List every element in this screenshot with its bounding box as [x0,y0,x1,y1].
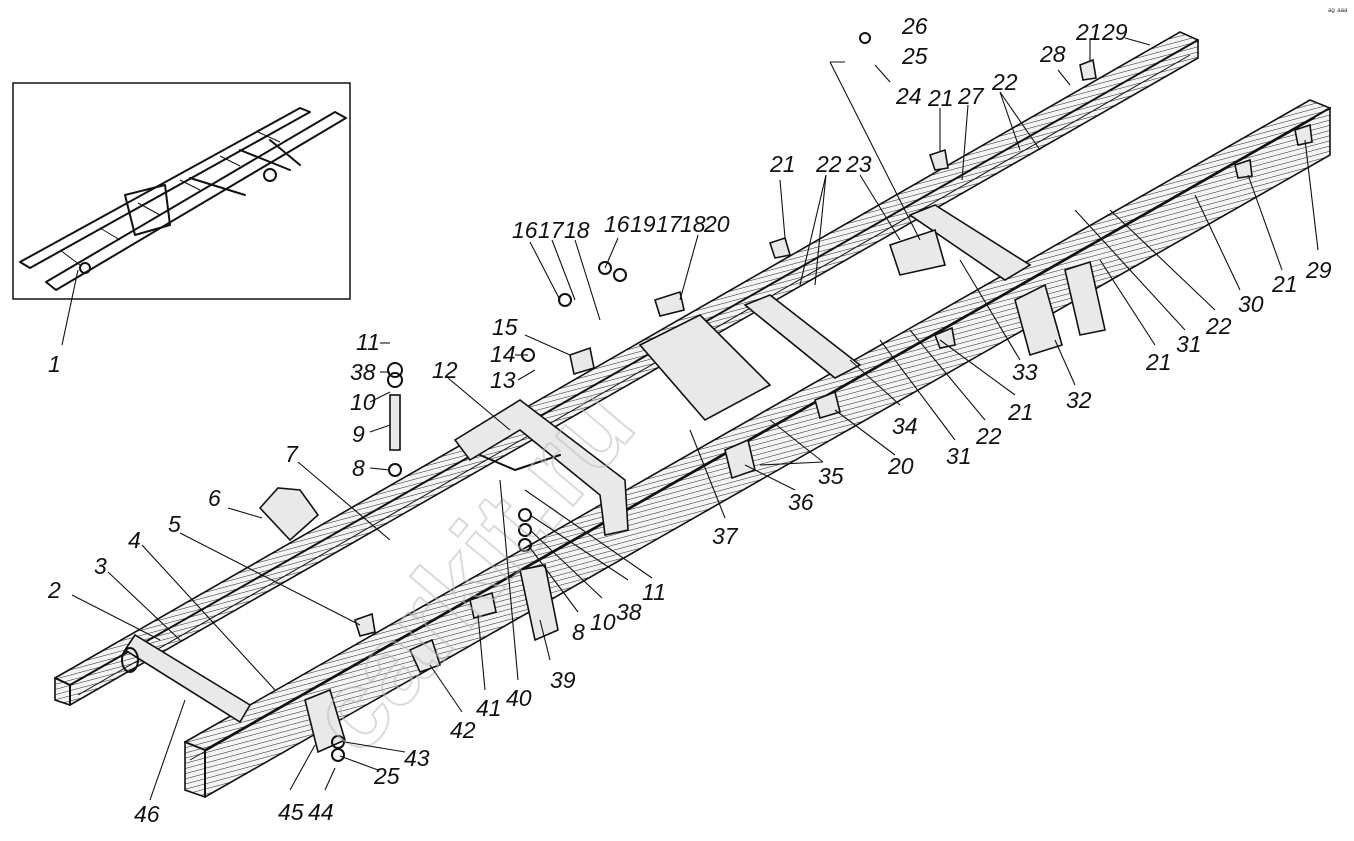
callout-7: 7 [285,441,299,467]
callout-42: 42 [450,717,476,743]
leader-lines [61,37,1319,801]
callout-32: 32 [1066,387,1092,413]
callout-18a: 18 [564,217,590,243]
callout-labels: 1 2 3 4 5 6 7 8 9 10 38 11 12 13 14 15 1… [47,13,1332,827]
right-side-rail [184,99,1331,798]
callout-20b: 20 [887,453,914,479]
callout-21c: 21 [1075,19,1102,45]
callout-34: 34 [892,413,918,439]
callout-1: 1 [48,351,61,377]
callout-11b: 11 [642,579,666,605]
callout-21b: 21 [927,85,954,111]
callout-12: 12 [432,357,458,383]
callout-26: 26 [901,13,928,39]
callout-22b: 22 [991,69,1018,95]
callout-24: 24 [895,83,922,109]
center-cross-member [453,399,629,536]
rear-cross-member [888,204,1032,281]
callout-13: 13 [490,367,516,393]
callout-39: 39 [550,667,576,693]
inset-overview [12,82,351,300]
spring-bracket-rear [1014,260,1106,357]
small-brackets [354,58,1313,673]
callout-35: 35 [818,463,844,489]
callout-23: 23 [845,151,872,177]
callout-37: 37 [712,523,739,549]
callout-4: 4 [128,527,141,553]
callout-8b: 8 [572,619,585,645]
front-cross-member [121,633,252,724]
callout-20a: 20 [703,211,730,237]
callout-2: 2 [47,577,61,603]
callout-25b: 25 [373,763,400,789]
callout-16a: 16 [512,217,538,243]
callout-45: 45 [278,799,304,825]
callout-22d: 22 [975,423,1002,449]
callout-25a: 25 [901,43,928,69]
callout-29b: 29 [1305,257,1332,283]
left-side-rail [54,31,1199,706]
mid-cross-member [638,294,862,422]
callout-22a: 22 [815,151,842,177]
callout-36: 36 [788,489,814,515]
callout-11: 11 [356,329,380,355]
callout-14: 14 [490,341,516,367]
callout-38: 38 [350,359,376,385]
callout-10: 10 [350,389,376,415]
callout-31b: 31 [946,443,972,469]
callout-17b: 17 [656,211,683,237]
callout-38b: 38 [616,599,642,625]
callout-28: 28 [1039,41,1066,67]
callout-17a: 17 [538,217,565,243]
callout-29a: 29 [1101,19,1128,45]
callout-44: 44 [308,799,334,825]
callout-22c: 22 [1205,313,1232,339]
callout-27: 27 [957,83,985,109]
buffer-pad [258,487,320,542]
callout-8: 8 [352,455,365,481]
callout-21a: 21 [769,151,796,177]
callout-41: 41 [476,695,502,721]
callout-21f: 21 [1007,399,1034,425]
spring-bracket-mid [519,564,559,642]
callout-46: 46 [134,801,160,827]
callout-40: 40 [506,685,532,711]
callout-15: 15 [492,314,518,340]
callout-21e: 21 [1145,349,1172,375]
callout-3: 3 [94,553,107,579]
callout-18b: 18 [680,211,706,237]
callout-16b: 16 [604,211,630,237]
callout-31a: 31 [1176,331,1202,357]
callout-5: 5 [168,511,181,537]
callout-6: 6 [208,485,221,511]
callout-10b: 10 [590,609,616,635]
callout-43: 43 [404,745,430,771]
callout-21d: 21 [1271,271,1298,297]
callout-9: 9 [352,421,365,447]
callout-33: 33 [1012,359,1038,385]
callout-19: 19 [630,211,656,237]
corner-mark: ᵃᵍ ᵃᵃᵃ [1328,6,1348,16]
callout-30: 30 [1238,291,1264,317]
